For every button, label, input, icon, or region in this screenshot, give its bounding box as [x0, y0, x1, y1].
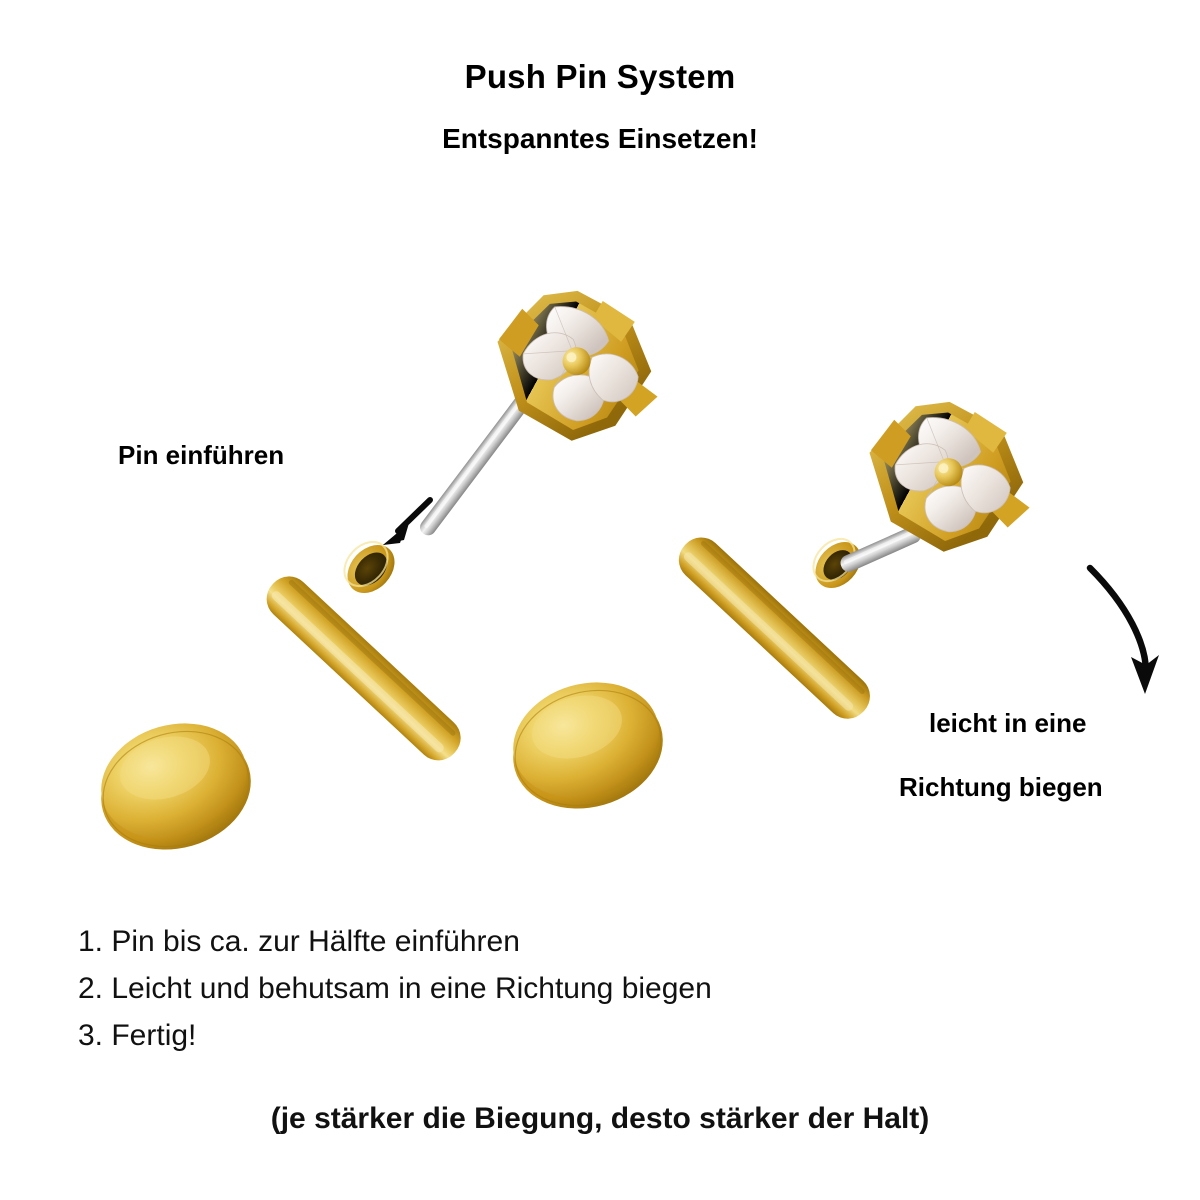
straight-insert-arrow: [383, 497, 433, 545]
callout-bend-line1: leicht in eine: [929, 708, 1087, 738]
step-item: 3. Fertig!: [78, 1019, 197, 1052]
page-subtitle: Entspanntes Einsetzen!: [442, 123, 758, 154]
left-assembly: [101, 290, 658, 850]
callout-insert-pin: Pin einführen: [118, 440, 285, 470]
left-steel-pin: [420, 394, 530, 536]
instruction-steps: 1. Pin bis ca. zur Hälfte einführen 2. L…: [78, 918, 712, 1059]
right-tube-opening: [812, 537, 861, 589]
step-item: 1. Pin bis ca. zur Hälfte einführen: [78, 925, 520, 958]
left-flower-top: [497, 290, 658, 441]
curved-bend-arrow: [1086, 564, 1159, 694]
left-tube-opening: [343, 540, 395, 593]
right-flower-top: [869, 401, 1030, 552]
right-steel-pin: [840, 526, 921, 572]
right-assembly: [513, 401, 1030, 809]
hold-strength-note: (je stärker die Biegung, desto stärker d…: [270, 1102, 930, 1135]
left-disc-base: [101, 723, 251, 850]
left-crystals: [522, 306, 639, 422]
right-disc-base: [513, 682, 663, 809]
left-gold-shaft: [266, 576, 461, 761]
right-crystals: [894, 417, 1011, 533]
callout-bend-line2: Richtung biegen: [899, 772, 1103, 802]
step-item: 2. Leicht und behutsam in eine Richtung …: [78, 972, 712, 1005]
page-title: Push Pin System: [464, 58, 736, 95]
right-gold-shaft: [678, 537, 870, 719]
